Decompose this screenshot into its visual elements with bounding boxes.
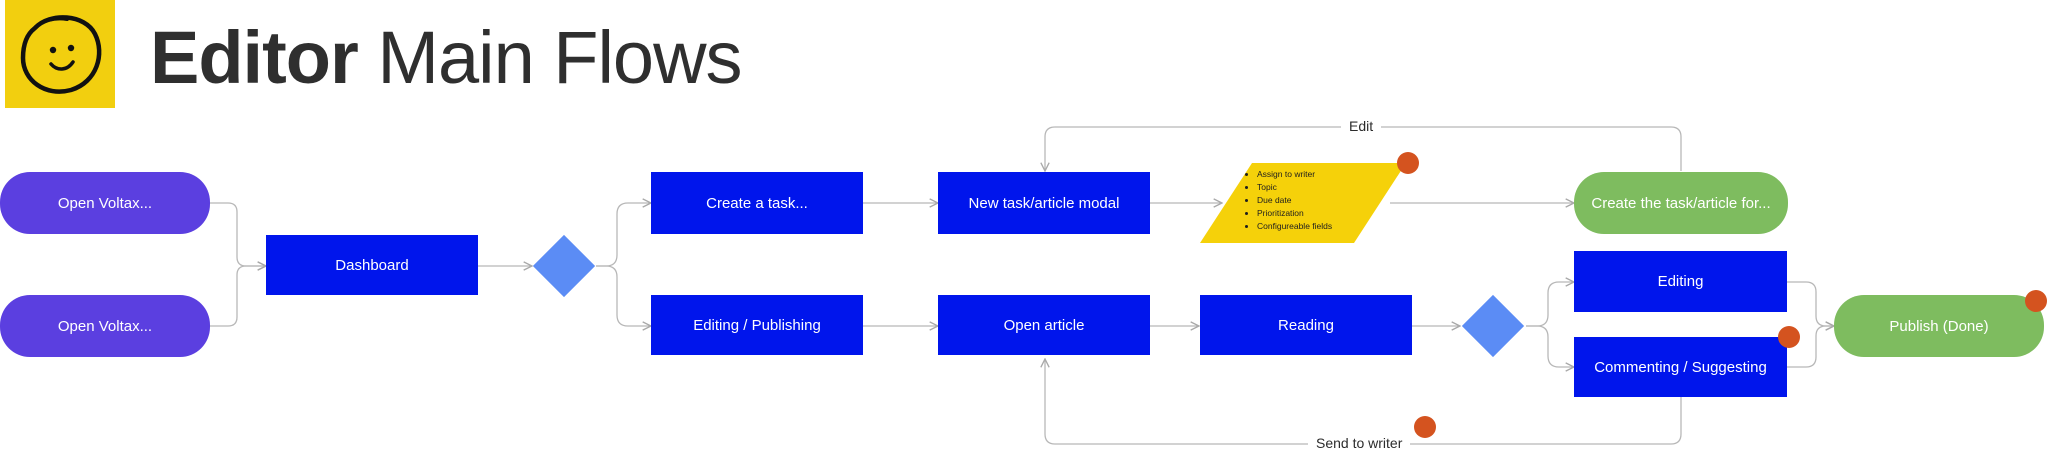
node-open-voltax-1[interactable]: Open Voltax... <box>0 172 210 234</box>
note-field-list: Assign to writer Topic Due date Prioriti… <box>1245 168 1332 233</box>
comment-marker[interactable] <box>1778 326 1800 348</box>
node-publish-done[interactable]: Publish (Done) <box>1834 295 2044 357</box>
node-reading[interactable]: Reading <box>1200 295 1412 355</box>
comment-marker[interactable] <box>2025 290 2047 312</box>
edge-decision-create-task <box>596 203 651 267</box>
edge-decision-editing <box>1526 282 1574 327</box>
node-create-task-for[interactable]: Create the task/article for... <box>1574 172 1788 234</box>
edge-commenting-publish <box>1787 326 1834 368</box>
note-item: Assign to writer <box>1257 168 1332 181</box>
edge-editing-publish <box>1787 281 1834 326</box>
note-item: Due date <box>1257 194 1332 207</box>
smiley-face-icon <box>5 0 115 108</box>
note-item: Prioritization <box>1257 207 1332 220</box>
edge-voltax2-dashboard <box>210 266 266 327</box>
page-title: Editor Main Flows <box>150 14 743 102</box>
node-editing-publishing[interactable]: Editing / Publishing <box>651 295 863 355</box>
node-editing[interactable]: Editing <box>1574 251 1787 312</box>
edge-voltax1-dashboard <box>210 202 266 266</box>
edge-label-send-to-writer: Send to writer <box>1308 435 1411 451</box>
node-new-task-modal[interactable]: New task/article modal <box>938 172 1150 234</box>
edge-label-edit: Edit <box>1341 118 1382 134</box>
note-item: Topic <box>1257 181 1332 194</box>
node-dashboard[interactable]: Dashboard <box>266 235 478 295</box>
comment-marker[interactable] <box>1397 152 1419 174</box>
node-commenting-suggesting[interactable]: Commenting / Suggesting <box>1574 337 1787 397</box>
node-open-article[interactable]: Open article <box>938 295 1150 355</box>
comment-marker[interactable] <box>1414 416 1436 438</box>
page-title-regular: Main Flows <box>377 16 742 99</box>
edge-decision-editing-publishing <box>596 265 651 326</box>
node-create-task[interactable]: Create a task... <box>651 172 863 234</box>
edge-decision-commenting <box>1526 325 1574 367</box>
node-open-voltax-2[interactable]: Open Voltax... <box>0 295 210 357</box>
page-title-bold: Editor <box>150 16 359 99</box>
note-item: Configureable fields <box>1257 220 1332 233</box>
